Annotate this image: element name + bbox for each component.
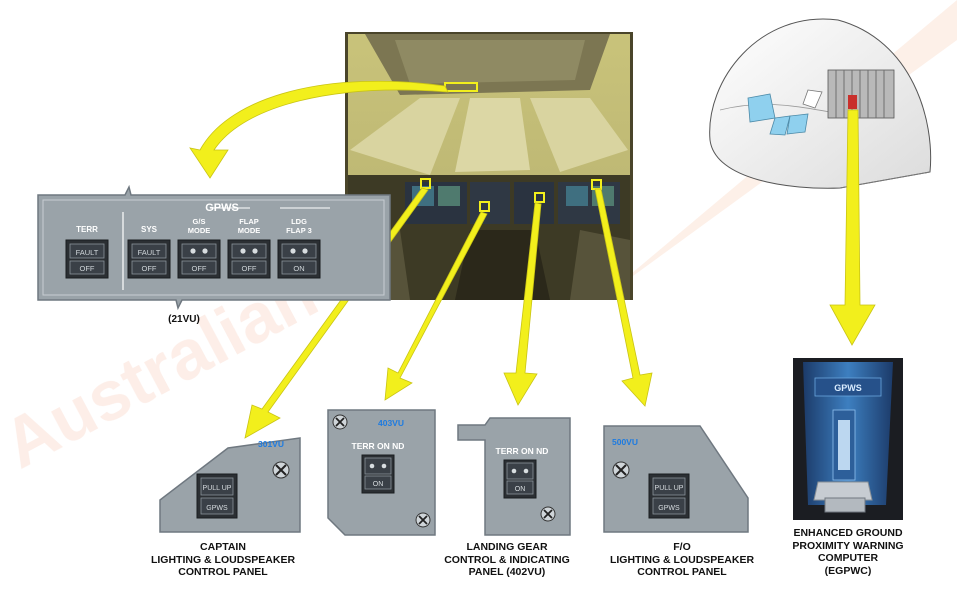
ldg-heading-1: LDG: [291, 217, 307, 226]
landing-gear-caption: LANDING GEAR CONTROL & INDICATING PANEL …: [432, 541, 582, 579]
terr-on-nd-button-403[interactable]: [361, 454, 395, 494]
fo-caption-line3: CONTROL PANEL: [637, 566, 727, 578]
sys-heading: SYS: [141, 225, 158, 234]
gs-heading-2: MODE: [188, 226, 211, 235]
captain-panel-id: 301VU: [258, 439, 284, 449]
fo-button-lower: GPWS: [658, 505, 680, 512]
gpws-title: GPWS: [205, 202, 239, 214]
terr-upper: FAULT: [76, 248, 99, 257]
panel-403-id: 403VU: [378, 418, 404, 428]
landing-gear-panel: TERR ON ND ON: [457, 417, 571, 536]
panel-403-button-lower: ON: [373, 481, 384, 488]
flap-lower: OFF: [242, 264, 257, 273]
fo-caption-line1: F/O: [673, 541, 691, 553]
captain-button-lower: GPWS: [206, 505, 228, 512]
gpws-panel-id: (21VU): [168, 314, 200, 325]
landing-gear-caption-line2: CONTROL & INDICATING: [444, 553, 570, 566]
landing-gear-caption-line3: PANEL (402VU): [468, 566, 546, 578]
indicator-dot: [190, 248, 196, 254]
fo-button-upper: PULL UP: [655, 485, 684, 492]
egpwc-caption-line4: (EGPWC): [824, 564, 872, 577]
terr-lower: OFF: [80, 264, 95, 273]
ldg-heading-2: FLAP 3: [286, 226, 312, 235]
egpwc-caption-line2: PROXIMITY WARNING: [792, 539, 904, 552]
panel-403vu: 403VU TERR ON ND ON: [327, 409, 436, 536]
pull-up-gpws-button-captain[interactable]: [196, 473, 238, 519]
egpwc-caption: ENHANCED GROUND PROXIMITY WARNING COMPUT…: [773, 527, 923, 577]
gpws-button-sys[interactable]: [127, 239, 171, 279]
flap-heading-1: FLAP: [239, 217, 259, 226]
fo-panel-id: 500VU: [612, 437, 638, 447]
terr-on-nd-button-402[interactable]: [503, 459, 537, 499]
fo-panel-500vu: PULL UP GPWS 500VU: [603, 425, 749, 533]
gs-heading-1: G/S: [193, 217, 206, 226]
pull-up-gpws-button-fo[interactable]: [648, 473, 690, 519]
indicator-dot: [240, 248, 246, 254]
sys-lower: OFF: [142, 264, 157, 273]
panel-403-label: TERR ON ND: [352, 441, 405, 451]
gs-lower: OFF: [192, 264, 207, 273]
terr-heading: TERR: [76, 225, 98, 234]
fo-caption: F/O LIGHTING & LOUDSPEAKER CONTROL PANEL: [602, 541, 762, 579]
gpws-panel-21vu: GPWS TERR SYS G/S MODE FLAP MODE LDG FLA…: [37, 184, 391, 325]
egpwc-device-label: GPWS: [834, 383, 862, 393]
landing-gear-caption-line1: LANDING GEAR: [466, 541, 548, 553]
indicator-dot: [252, 248, 258, 254]
egpwc-caption-line1: ENHANCED GROUND: [793, 527, 903, 539]
indicator-dot: [290, 248, 296, 254]
egpwc-photo: GPWS: [793, 358, 903, 520]
captain-panel-301vu: PULL UP GPWS 301VU: [159, 437, 301, 533]
fo-caption-line2: LIGHTING & LOUDSPEAKER: [609, 553, 755, 566]
ldg-lower: ON: [293, 264, 304, 273]
indicator-dot: [202, 248, 208, 254]
flap-heading-2: MODE: [238, 226, 261, 235]
screw-slot: [275, 464, 287, 476]
gpws-button-flap-mode[interactable]: [227, 239, 271, 279]
captain-button-upper: PULL UP: [203, 485, 232, 492]
indicator-dot: [302, 248, 308, 254]
landing-gear-button-lower: ON: [515, 486, 526, 493]
gpws-button-ldg-flap3[interactable]: [277, 239, 321, 279]
egpwc-caption-line3: COMPUTER: [817, 552, 879, 564]
sys-upper: FAULT: [138, 248, 161, 257]
aircraft-nose: [709, 18, 932, 189]
captain-caption-line1: CAPTAIN: [200, 541, 246, 553]
captain-caption: CAPTAIN LIGHTING & LOUDSPEAKER CONTROL P…: [143, 541, 303, 579]
cockpit-photo: [345, 32, 633, 300]
gpws-button-terr[interactable]: [65, 239, 109, 279]
landing-gear-label: TERR ON ND: [496, 446, 549, 456]
captain-caption-line2: LIGHTING & LOUDSPEAKER: [150, 553, 296, 566]
gpws-button-gs-mode[interactable]: [177, 239, 221, 279]
captain-caption-line3: CONTROL PANEL: [178, 566, 268, 578]
